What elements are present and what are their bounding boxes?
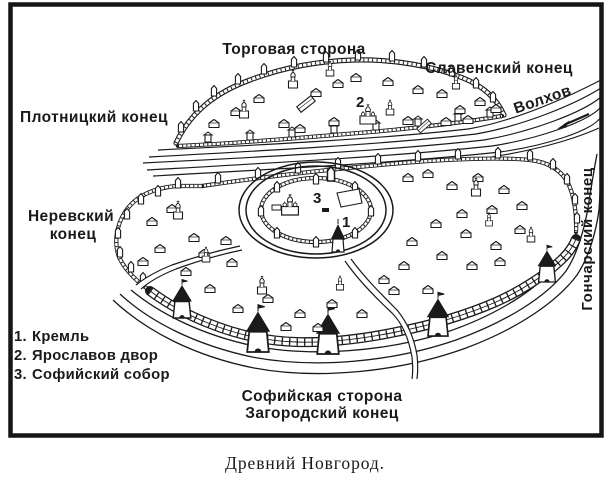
district-label-goncharsky: Гончарский конец <box>579 167 596 311</box>
tower-icon <box>312 235 320 248</box>
tower-icon <box>177 120 185 133</box>
tower-icon <box>472 76 480 89</box>
legend-label: Ярославов двор <box>32 348 158 364</box>
map-labels: Торговая сторона Славенский конец Плотни… <box>20 41 596 422</box>
legend-item-sofia-cathedral: 3. Софийский собор <box>14 367 170 383</box>
tower-icon <box>260 62 268 75</box>
legend-label: Софийский собор <box>32 367 170 383</box>
kremlin-rampart <box>238 161 394 259</box>
volkhov-river <box>142 79 602 177</box>
tower-icon <box>245 129 255 141</box>
building-icon <box>271 204 282 211</box>
map-frame <box>8 2 604 438</box>
district-label-torgovaya: Торговая сторона <box>222 41 365 58</box>
tower-icon <box>571 192 579 205</box>
legend-number: 2. <box>14 348 27 364</box>
tower-icon <box>312 172 320 185</box>
map-marker-kremlin: 1 <box>342 214 350 231</box>
kremlin-rampart-inner <box>245 165 387 255</box>
stream-to-moat <box>344 258 419 380</box>
tower-icon <box>326 166 336 182</box>
district-label-nerevsky-line1: Неревский <box>28 208 114 225</box>
legend-label: Кремль <box>32 329 89 345</box>
tower-icon <box>290 55 298 68</box>
tower-icon <box>123 207 131 220</box>
map-marker-sofia-cathedral: 3 <box>313 190 321 207</box>
tower-icon <box>413 115 423 127</box>
tower-icon <box>273 226 281 239</box>
tower-icon <box>494 146 502 159</box>
tower-icon <box>192 99 200 112</box>
tower-icon <box>489 90 497 103</box>
kremlin: 3 1 <box>238 161 394 259</box>
tower-icon <box>127 260 135 273</box>
map-marker-yaroslav-court: 2 <box>356 94 364 111</box>
tower-icon <box>454 147 462 160</box>
tower-icon <box>114 226 122 239</box>
yaroslav-court-building <box>336 188 363 208</box>
tower-icon <box>351 226 359 239</box>
legend-item-kremlin: 1. Кремль <box>14 329 89 345</box>
map-legend: 1. Кремль 2. Ярославов двор 3. Софийский со… <box>14 329 170 383</box>
tower-icon <box>273 180 281 193</box>
sofia-side: 3 1 <box>114 146 579 380</box>
figure-caption: Древний Новгород. <box>225 453 385 473</box>
tower-icon <box>214 171 222 184</box>
tower-icon <box>210 84 218 97</box>
flow-direction-arrow <box>557 112 590 129</box>
legend-number: 3. <box>14 367 27 383</box>
legend-number: 1. <box>14 329 27 345</box>
tower-icon <box>367 204 375 217</box>
tower-icon <box>137 192 145 205</box>
tower-icon <box>154 184 162 197</box>
tower-icon <box>563 172 571 185</box>
trade-side: 2 <box>176 48 504 147</box>
district-label-nerevsky-line2: конец <box>50 226 97 243</box>
district-label-plotnitsky: Плотницкий конец <box>20 109 168 126</box>
tower-icon <box>414 149 422 162</box>
tower-icon <box>334 156 342 169</box>
tower-icon <box>116 245 124 258</box>
district-label-slavensky: Славенский конец <box>425 60 573 77</box>
district-label-sofiyskaya: Софийская сторона <box>242 388 403 405</box>
tower-icon <box>526 148 534 161</box>
tower-icon <box>388 49 396 62</box>
tower-icon <box>374 152 382 165</box>
stream-west <box>135 245 243 290</box>
district-label-zagorodsky: Загородский конец <box>245 405 399 422</box>
tower-icon <box>257 204 265 217</box>
tower-icon <box>549 157 557 170</box>
building-icon <box>322 208 329 212</box>
tower-icon <box>234 72 242 85</box>
tower-icon <box>203 131 213 143</box>
river-label-volkhov: Волхов <box>512 82 574 118</box>
legend-item-yaroslav-court: 2. Ярославов двор <box>14 348 158 364</box>
tower-icon <box>174 176 182 189</box>
